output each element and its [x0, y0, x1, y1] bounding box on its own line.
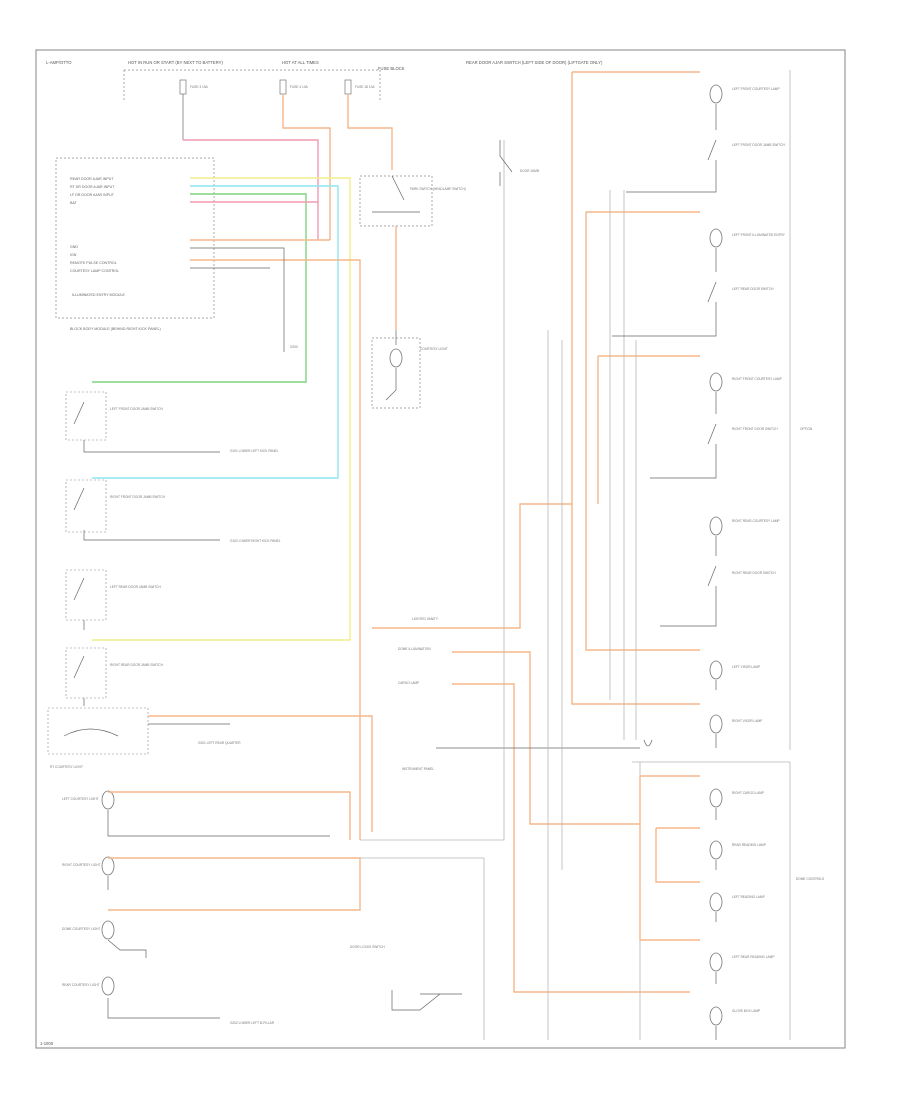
- svg-text:LEFT COURTESY LIGHT: LEFT COURTESY LIGHT: [62, 797, 99, 801]
- svg-text:GLOVE BOX LAMP: GLOVE BOX LAMP: [732, 1009, 760, 1013]
- right-lamps: LEFT FRONT COURTESY LAMP LEFT FRONT DOOR…: [707, 84, 786, 734]
- wire-orange-cargo: [452, 683, 690, 993]
- svg-text:FUSE 4 10A: FUSE 4 10A: [290, 85, 309, 89]
- svg-text:COURTESY LAMP CONTROL: COURTESY LAMP CONTROL: [70, 269, 119, 273]
- svg-text:RIGHT REAR DOOR SWITCH: RIGHT REAR DOOR SWITCH: [732, 571, 776, 575]
- wire-yellow-rear-door: [92, 177, 351, 641]
- svg-text:RIGHT CARGO LAMP: RIGHT CARGO LAMP: [732, 791, 764, 795]
- svg-text:RIGHT FRONT DOOR SWITCH: RIGHT FRONT DOOR SWITCH: [732, 427, 778, 431]
- right-side-label: OPTION: [800, 427, 813, 431]
- wire-orange-fuse18: [347, 94, 393, 170]
- svg-text:LEFT REAR DOOR JAMB SWITCH: LEFT REAR DOOR JAMB SWITCH: [110, 585, 161, 589]
- reading-light-label: RT COURTESY LIGHT: [50, 765, 83, 769]
- header-top-left: HOT IN RUN OR START (BY NEXT TO BATTERY): [128, 60, 223, 65]
- svg-text:REAR COURTESY LIGHT: REAR COURTESY LIGHT: [62, 983, 100, 987]
- module-pin-labels: REAR DOOR AJAR INPUT RT DR DOOR AJAR INP…: [70, 177, 119, 273]
- svg-text:RIGHT FRONT DOOR JAMB SWITCH: RIGHT FRONT DOOR JAMB SWITCH: [110, 495, 166, 499]
- module-location: BLOCK BODY MODULE (BEHIND RIGHT KICK PAN…: [70, 327, 161, 331]
- center-switch-desc: DOOR LOCKS SWITCH: [350, 945, 385, 949]
- svg-text:REAR DOOR AJAR INPUT: REAR DOOR AJAR INPUT: [70, 177, 114, 181]
- svg-text:IGN: IGN: [70, 253, 77, 257]
- svg-text:DOOR JAMB: DOOR JAMB: [520, 169, 539, 173]
- svg-text:BAT: BAT: [70, 201, 78, 205]
- wire-orange-vanity: [372, 503, 572, 629]
- right-lower-lamps: RIGHT CARGO LAMP REAR READING LAMP LEFT …: [709, 788, 774, 1026]
- wire-pink-battery: [183, 139, 319, 240]
- svg-text:RIGHT VISOR LAMP: RIGHT VISOR LAMP: [732, 719, 762, 723]
- dome-controls-label: DOME CONTROLS: [796, 877, 824, 881]
- svg-text:RIGHT FRONT COURTESY LAMP: RIGHT FRONT COURTESY LAMP: [732, 377, 782, 381]
- svg-text:REAR READING LAMP: REAR READING LAMP: [732, 843, 766, 847]
- svg-text:DOME COURTESY LIGHT: DOME COURTESY LIGHT: [62, 927, 100, 931]
- wire-orange-courtesy-control: [190, 259, 361, 840]
- g-label-module: G200: [290, 345, 298, 349]
- svg-text:RT DR DOOR AJAR INPUT: RT DR DOOR AJAR INPUT: [70, 185, 115, 189]
- header-fuse-block: FUSE BLOCK: [378, 66, 405, 71]
- svg-text:LEFT VISOR LAMP: LEFT VISOR LAMP: [732, 665, 760, 669]
- wire-orange-dome: [452, 651, 640, 825]
- lr-door-switch: LEFT REAR DOOR JAMB SWITCH: [65, 569, 161, 630]
- bottom-corner-label: 1-1000: [40, 1041, 54, 1046]
- dome-illumination-label: DOME ILLUMINATION: [398, 647, 431, 651]
- svg-text:RIGHT REAR COURTESY LAMP: RIGHT REAR COURTESY LAMP: [732, 519, 780, 523]
- fuse-3: FUSE 3 15A: [179, 79, 209, 95]
- lf-door-switch: LEFT FRONT DOOR JAMB SWITCH G101 LOWER L…: [65, 391, 279, 453]
- courtesy-bulb: [389, 348, 403, 368]
- wire-green-lf-door: [92, 193, 307, 383]
- rf-door-switch: RIGHT FRONT DOOR JAMB SWITCH G102 LOWER …: [65, 479, 281, 543]
- svg-text:GND: GND: [70, 245, 78, 249]
- lower-left-lights: LEFT COURTESY LIGHT RIGHT COURTESY LIGHT…: [62, 790, 115, 996]
- fuse-18: FUSE 18 10A: [344, 79, 375, 95]
- svg-text:FUSE 18 10A: FUSE 18 10A: [355, 85, 375, 89]
- header-top-mid: HOT AT ALL TIMES: [282, 60, 319, 65]
- svg-text:LEFT READING LAMP: LEFT READING LAMP: [732, 895, 765, 899]
- svg-text:LEFT FRONT COURTESY LAMP: LEFT FRONT COURTESY LAMP: [732, 87, 780, 91]
- corner-label: L-AMP/OTTO: [46, 60, 72, 65]
- wire-cyan-rf-door: [92, 185, 339, 479]
- fuse-4: FUSE 4 10A: [279, 79, 309, 95]
- park-switch-label: PARK SWITCH (HEADLAMP SWITCH): [410, 187, 466, 191]
- cargo-lamp-label: CARGO LAMP: [398, 681, 419, 685]
- instrument-panel-label: INSTRUMENT PANEL: [402, 767, 434, 771]
- module-name: ILLUMINATED ENTRY MODULE: [72, 293, 126, 297]
- g301-label: G301 LEFT REAR QUARTER: [198, 741, 241, 745]
- svg-text:LEFT FRONT DOOR JAMB SWITCH: LEFT FRONT DOOR JAMB SWITCH: [110, 407, 164, 411]
- fuse-block-outline: [123, 69, 381, 100]
- rr-door-switch: RIGHT REAR DOOR JAMB SWITCH: [65, 647, 164, 706]
- entry-module-box: [55, 157, 215, 319]
- wire-orange-ign: [282, 94, 331, 240]
- courtesy-light-label: COURTESY LIGHT: [420, 347, 448, 351]
- svg-text:LEFT REAR DOOR SWITCH: LEFT REAR DOOR SWITCH: [732, 287, 774, 291]
- header-right-block: REAR DOOR AJAR SWITCH (LEFT SIDE OF DOOR…: [466, 60, 603, 65]
- svg-text:LF DR DOOR AJAR INPUT: LF DR DOOR AJAR INPUT: [70, 193, 115, 197]
- svg-text:LEFT REAR READING LAMP: LEFT REAR READING LAMP: [732, 955, 774, 959]
- svg-text:LEFT FRONT ILLUMINATED ENTRY: LEFT FRONT ILLUMINATED ENTRY: [732, 233, 786, 237]
- svg-text:REMOTE PULSE CONTROL: REMOTE PULSE CONTROL: [70, 261, 117, 265]
- svg-text:LEFT FRONT DOOR JAMB SWITCH: LEFT FRONT DOOR JAMB SWITCH: [732, 143, 786, 147]
- liftgate-light-box: [47, 707, 149, 755]
- svg-text:FUSE 3 15A: FUSE 3 15A: [190, 85, 209, 89]
- svg-text:G101 LOWER LEFT KICK PANEL: G101 LOWER LEFT KICK PANEL: [230, 449, 279, 453]
- svg-text:RIGHT REAR DOOR JAMB SWITCH: RIGHT REAR DOOR JAMB SWITCH: [110, 663, 164, 667]
- lighted-vanity-label: LIGHTED VANITY: [412, 617, 439, 621]
- svg-text:G102 LOWER RIGHT KICK PANEL: G102 LOWER RIGHT KICK PANEL: [230, 539, 281, 543]
- g202-label: G202 LOWER LEFT B-PILLAR: [230, 1021, 275, 1025]
- diagram-frame: [35, 49, 846, 1049]
- wire-orange-liftgate: [148, 715, 373, 832]
- wire-orange-right-feed: [571, 71, 700, 705]
- courtesy-light-box: [371, 337, 421, 409]
- svg-text:RIGHT COURTESY LIGHT: RIGHT COURTESY LIGHT: [62, 863, 101, 867]
